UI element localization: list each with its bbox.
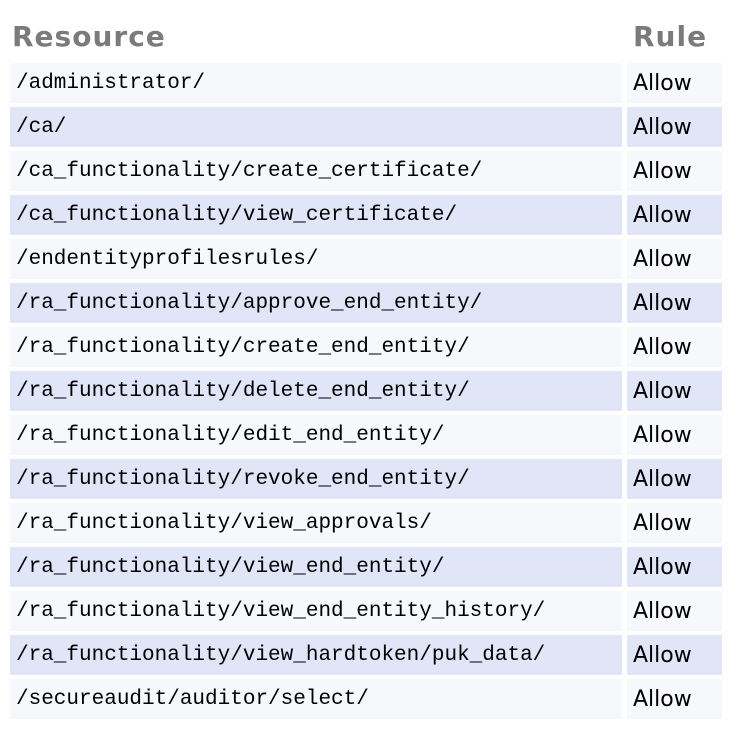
rule-cell: Allow — [627, 239, 722, 279]
table-row: /ca/ Allow — [10, 107, 722, 147]
table-row: /ra_functionality/view_end_entity/ Allow — [10, 547, 722, 587]
rule-cell: Allow — [627, 459, 722, 499]
table-row: /ra_functionality/edit_end_entity/ Allow — [10, 415, 722, 455]
rule-cell: Allow — [627, 283, 722, 323]
table-row: /ra_functionality/revoke_end_entity/ All… — [10, 459, 722, 499]
table-row: /ra_functionality/view_approvals/ Allow — [10, 503, 722, 543]
rule-cell: Allow — [627, 547, 722, 587]
rule-column-header: Rule — [633, 20, 708, 53]
resource-cell: /ra_functionality/view_end_entity_histor… — [10, 591, 622, 631]
table-row: /ra_functionality/view_hardtoken/puk_dat… — [10, 635, 722, 675]
rule-cell: Allow — [627, 591, 722, 631]
resource-column-header: Resource — [12, 20, 166, 53]
table-header-row: Resource Rule — [10, 20, 722, 59]
table-row: /administrator/ Allow — [10, 63, 722, 103]
rule-cell: Allow — [627, 327, 722, 367]
resource-cell: /ra_functionality/edit_end_entity/ — [10, 415, 622, 455]
resource-cell: /ra_functionality/delete_end_entity/ — [10, 371, 622, 411]
resource-cell: /ra_functionality/approve_end_entity/ — [10, 283, 622, 323]
table-row: /ca_functionality/view_certificate/ Allo… — [10, 195, 722, 235]
resource-cell: /secureaudit/auditor/select/ — [10, 679, 622, 719]
resource-cell: /ra_functionality/view_hardtoken/puk_dat… — [10, 635, 622, 675]
access-rules-body: /administrator/ Allow /ca/ Allow /ca_fun… — [10, 63, 722, 719]
resource-cell: /ca/ — [10, 107, 622, 147]
resource-cell: /endentityprofilesrules/ — [10, 239, 622, 279]
rule-cell: Allow — [627, 503, 722, 543]
rule-cell: Allow — [627, 679, 722, 719]
resource-cell: /ra_functionality/create_end_entity/ — [10, 327, 622, 367]
table-row: /secureaudit/auditor/select/ Allow — [10, 679, 722, 719]
table-row: /ra_functionality/approve_end_entity/ Al… — [10, 283, 722, 323]
rule-cell: Allow — [627, 107, 722, 147]
table-row: /ra_functionality/create_end_entity/ All… — [10, 327, 722, 367]
rule-cell: Allow — [627, 63, 722, 103]
table-row: /ra_functionality/view_end_entity_histor… — [10, 591, 722, 631]
rule-cell: Allow — [627, 151, 722, 191]
resource-cell: /ra_functionality/view_approvals/ — [10, 503, 622, 543]
rule-cell: Allow — [627, 371, 722, 411]
rule-cell: Allow — [627, 195, 722, 235]
resource-cell: /ca_functionality/view_certificate/ — [10, 195, 622, 235]
table-row: /endentityprofilesrules/ Allow — [10, 239, 722, 279]
rule-cell: Allow — [627, 415, 722, 455]
rule-cell: Allow — [627, 635, 722, 675]
resource-cell: /ra_functionality/revoke_end_entity/ — [10, 459, 622, 499]
table-row: /ra_functionality/delete_end_entity/ All… — [10, 371, 722, 411]
resource-cell: /ca_functionality/create_certificate/ — [10, 151, 622, 191]
table-row: /ca_functionality/create_certificate/ Al… — [10, 151, 722, 191]
resource-cell: /administrator/ — [10, 63, 622, 103]
resource-cell: /ra_functionality/view_end_entity/ — [10, 547, 622, 587]
access-rules-table: Resource Rule /administrator/ Allow /ca/… — [5, 16, 727, 723]
